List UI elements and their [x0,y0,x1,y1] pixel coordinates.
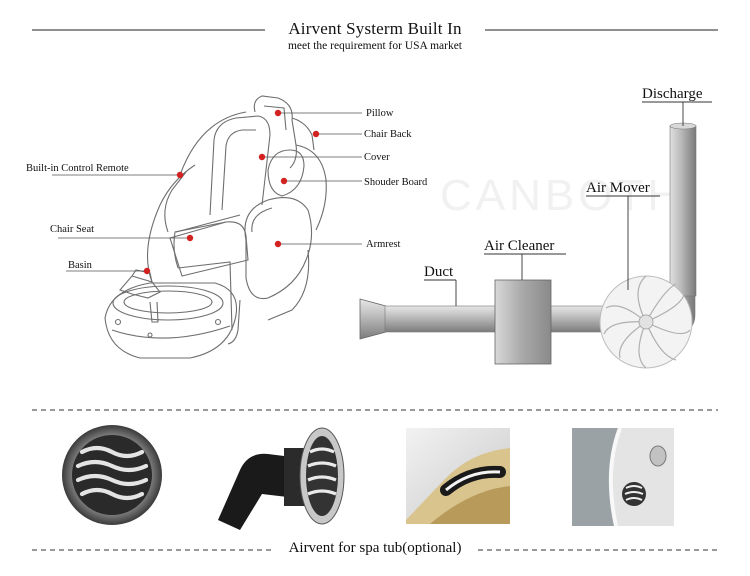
pedicure-chair-drawing [104,95,327,359]
label-chair-back: Chair Back [364,129,412,140]
marker-cover [258,153,266,161]
marker-shoulder-board [280,177,288,185]
marker-basin [143,267,151,275]
label-chair-seat: Chair Seat [50,224,94,235]
air-cleaner-box [494,279,552,365]
label-air-mover: Air Mover [586,180,650,196]
label-armrest: Armrest [366,239,400,250]
label-control-remote: Built-in Control Remote [26,163,129,174]
marker-pillow [274,109,282,117]
chair-marker-dots [143,109,320,275]
label-duct: Duct [424,264,454,280]
watermark: CANBOTH [440,171,683,220]
intake-funnel [359,298,387,340]
chair-leader-lines [52,112,362,272]
photo-airvent-grill [62,425,162,525]
airflow-system [359,122,697,369]
footer-title: Airvent for spa tub(optional) [288,540,462,556]
label-cover: Cover [364,152,390,163]
label-shoulder-board: Shouder Board [364,177,428,188]
label-basin: Basin [68,260,93,271]
marker-control-remote [176,171,184,179]
air-mover-fan [599,275,693,369]
photo-airvent-elbow [218,427,345,530]
photo-tub-installation [406,428,510,524]
diagram-title: Airvent Systerm Built In [288,19,462,38]
marker-chair-back [312,130,320,138]
photo-tub-wall-airvent [572,427,674,527]
label-discharge: Discharge [642,86,703,102]
marker-chair-seat [186,234,194,242]
discharge-pipe [669,125,697,297]
marker-armrest [274,240,282,248]
diagram-subtitle: meet the requirement for USA market [287,40,463,52]
label-air-cleaner: Air Cleaner [484,238,554,254]
label-pillow: Pillow [366,108,394,119]
